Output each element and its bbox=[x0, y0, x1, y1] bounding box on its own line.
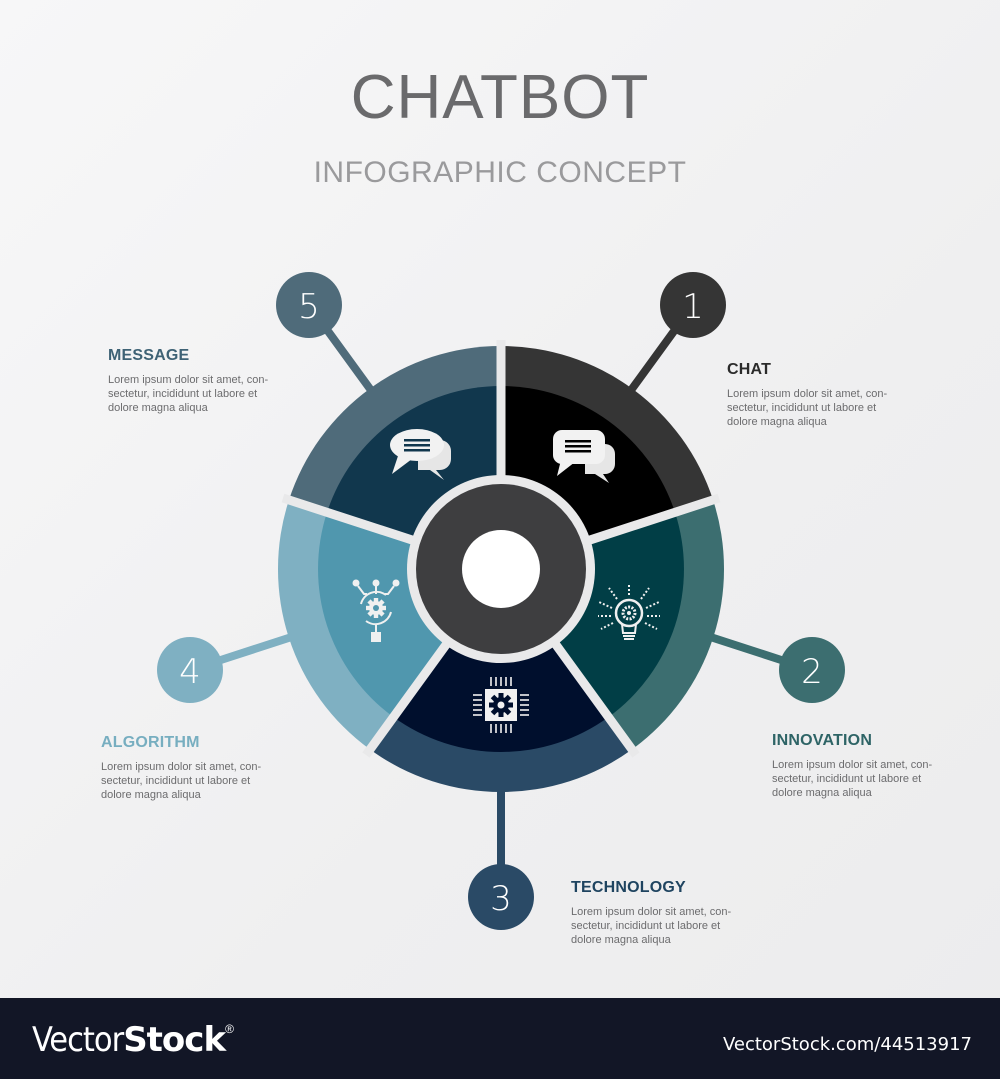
step-3-technology: TECHNOLOGY Lorem ipsum dolor sit amet, c… bbox=[571, 879, 761, 947]
step-title: TECHNOLOGY bbox=[571, 879, 686, 896]
svg-text:2: 2 bbox=[801, 652, 823, 692]
step-number-2: 2 bbox=[779, 637, 845, 703]
step-title: CHAT bbox=[727, 361, 772, 378]
step-5-message: MESSAGE Lorem ipsum dolor sit amet, con-… bbox=[108, 347, 298, 415]
svg-text:3: 3 bbox=[490, 879, 512, 919]
step-title: INNOVATION bbox=[772, 732, 873, 749]
step-description: Lorem ipsum dolor sit amet, con- sectetu… bbox=[727, 388, 888, 428]
message-bubbles-icon bbox=[390, 429, 451, 480]
page-title: CHATBOT bbox=[350, 63, 650, 132]
step-title: ALGORITHM bbox=[101, 734, 200, 751]
step-description: Lorem ipsum dolor sit amet, con- sectetu… bbox=[108, 374, 269, 414]
step-2-innovation: INNOVATION Lorem ipsum dolor sit amet, c… bbox=[772, 732, 962, 800]
svg-text:1: 1 bbox=[682, 287, 704, 327]
footer-bar: VectorStock® VectorStock.com/44513917 bbox=[0, 998, 1000, 1079]
step-number-4: 4 bbox=[157, 637, 223, 703]
algorithm-gear-icon bbox=[352, 579, 400, 642]
step-description: Lorem ipsum dolor sit amet, con- sectetu… bbox=[101, 761, 262, 801]
chat-bubbles-icon bbox=[553, 430, 615, 483]
page-subtitle: INFOGRAPHIC CONCEPT bbox=[313, 156, 687, 189]
step-1-chat: CHAT Lorem ipsum dolor sit amet, con- se… bbox=[727, 361, 917, 429]
step-number-3: 3 bbox=[468, 864, 534, 930]
step-description: Lorem ipsum dolor sit amet, con- sectetu… bbox=[571, 906, 732, 946]
step-title: MESSAGE bbox=[108, 347, 190, 364]
svg-text:5: 5 bbox=[298, 287, 320, 327]
step-number-5: 5 bbox=[276, 272, 342, 338]
step-4-algorithm: ALGORITHM Lorem ipsum dolor sit amet, co… bbox=[101, 734, 291, 802]
step-number-1: 1 bbox=[660, 272, 726, 338]
svg-text:4: 4 bbox=[179, 652, 201, 692]
lightbulb-gear-icon bbox=[598, 583, 660, 640]
image-reference-link[interactable]: VectorStock.com/44513917 bbox=[722, 1034, 972, 1055]
cpu-chip-gear-icon bbox=[473, 677, 529, 733]
vectorstock-logo[interactable]: VectorStock® bbox=[32, 1020, 234, 1060]
chatbot-wheel-diagram: 1 2 3 4 5 bbox=[157, 272, 845, 930]
step-description: Lorem ipsum dolor sit amet, con- sectetu… bbox=[772, 759, 933, 799]
center-hole bbox=[462, 530, 540, 608]
